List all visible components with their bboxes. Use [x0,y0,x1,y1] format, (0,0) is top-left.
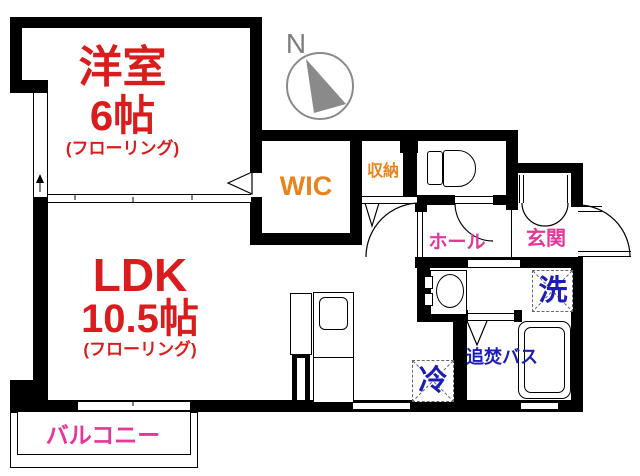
wall-slot [297,358,305,400]
wall [571,163,583,207]
wall [10,17,260,28]
compass-circle [286,52,354,120]
shoe-closet-door-leaf [567,175,572,203]
bathroom-door-opening [468,313,514,321]
wall [400,137,418,153]
wall [250,141,262,173]
wall [10,17,22,87]
wall [250,17,262,141]
washer-cross [532,270,573,312]
wall [250,130,517,141]
kitchen-counter-divider [314,357,353,358]
shoe-closet-door-arc [544,202,569,227]
folding-door-symbol [364,202,380,229]
room-label-western-size: 6帖 [89,92,156,139]
window [353,402,410,410]
fixture-label-washer: 洗 [538,275,568,307]
room-label-western-floor: (フローリング) [65,139,180,158]
wall [415,195,455,205]
wall [350,141,362,245]
fixture-label-fridge: 冷 [418,365,448,397]
fixture-label-bath: 追焚バス [466,347,538,367]
room-label-balcony: バルコニー [45,422,161,448]
window [33,93,48,197]
room-label-entrance: 玄関 [526,228,566,250]
compass-needle [306,59,346,113]
hall-door-arc [365,202,421,258]
room-label-wic: WIC [279,171,333,201]
room-label-ldk-name: LDK [92,249,188,301]
bathroom-window [521,402,558,410]
toilet-bowl [443,150,476,187]
fridge-cross [412,360,454,402]
wall [250,233,362,245]
sliding-door-track [48,194,251,203]
shoe-closet-door-arc [521,202,546,227]
window-arrow-head [36,174,44,183]
room-label-hall: ホール [428,232,486,253]
wall [33,196,48,382]
bathtub-inner [524,327,565,393]
compass [286,52,354,120]
wall [510,163,583,173]
toilet-tank [427,151,443,185]
room-label-storage: 収納 [366,163,399,180]
fridge-cross [412,360,454,402]
washbasin-cabinet [424,276,433,289]
hall-door-leaf [417,212,423,257]
folding-door-symbol [466,320,488,347]
wall [493,195,518,205]
room-label-ldk-floor: (フローリング) [83,340,197,359]
room-label-western-name: 洋室 [78,43,167,92]
toilet-door-opening [455,196,493,204]
wall [403,153,417,197]
kitchen-side-counter [290,293,312,355]
wall [453,322,467,402]
refrigerator-space [412,360,454,402]
closet-door-track [362,196,417,204]
shoe-closet-door-leaf [519,175,524,203]
entrance-door-leaf [578,251,631,257]
toilet-door-arc [454,202,494,242]
wall [514,310,522,322]
wall [571,257,583,412]
room-label-ldk-size: 10.5帖 [81,297,199,341]
balcony-window [78,401,190,411]
washroom-door-opening [468,259,520,268]
entrance-step-line [511,207,512,257]
wall [10,80,48,93]
washbasin-cabinet [424,293,433,306]
wic-entry-triangle [226,171,253,195]
entrance-door-arc [577,204,631,258]
washbasin-bowl [436,274,464,308]
kitchen-sink [319,297,348,330]
balcony-inner-rail [17,412,191,455]
compass-north-label: N [285,28,307,59]
